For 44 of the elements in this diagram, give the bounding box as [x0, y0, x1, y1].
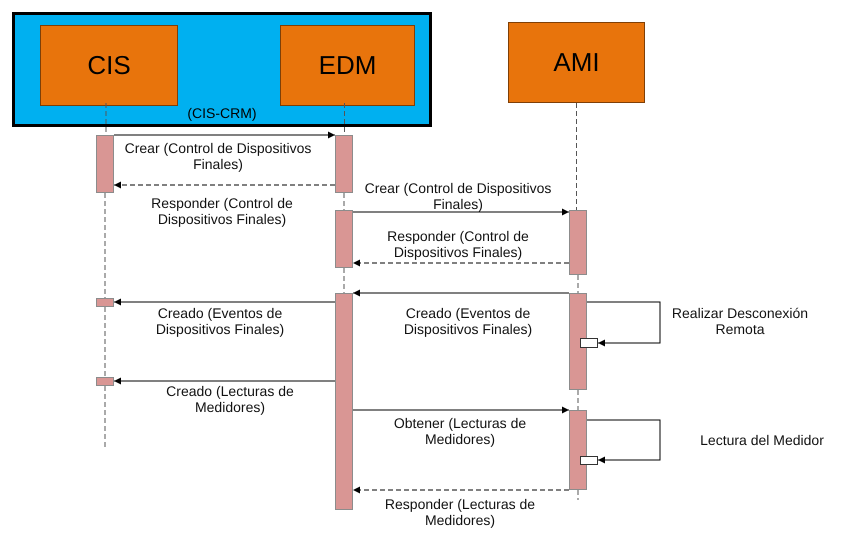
message-label: Crear (Control de Dispositivos Finales)	[124, 140, 312, 172]
message-label: Creado (Eventos de Dispositivos Finales)	[154, 305, 286, 337]
participant-box	[40, 25, 178, 106]
participant-name: CIS	[87, 50, 131, 81]
group-box	[12, 12, 432, 127]
lifeline	[104, 306, 106, 378]
message-arrow	[114, 132, 336, 138]
activation-bar	[335, 135, 353, 193]
message-label: Obtener (Lecturas de Medidores)	[392, 415, 528, 447]
activation-bar	[335, 210, 353, 268]
self-call-box	[580, 338, 598, 348]
message-arrow	[114, 378, 336, 384]
activation-bar	[96, 135, 114, 193]
lifeline	[576, 102, 577, 210]
activation-bar	[96, 298, 114, 307]
message-label: Responder (Control de Dispositivos Finales)	[386, 228, 530, 260]
message-arrow	[114, 298, 336, 306]
message-label: Creado (Eventos de Dispositivos Finales)	[402, 305, 534, 337]
self-call-arrow	[586, 420, 660, 464]
participant-box	[280, 25, 415, 106]
group-title: (CIS-CRM)	[186, 105, 258, 121]
return-arrow	[352, 486, 570, 494]
activation-bar	[569, 293, 587, 390]
activation-bar	[335, 293, 353, 510]
self-call-box	[580, 456, 598, 465]
message-label: Responder (Lecturas de Medidores)	[384, 496, 536, 528]
participant-box	[508, 22, 645, 103]
message-arrow	[352, 406, 570, 414]
activation-bar	[96, 377, 114, 386]
message-label: Lectura del Medidor	[699, 432, 825, 448]
lifeline	[104, 192, 106, 298]
activation-bar	[569, 410, 587, 490]
return-arrow	[114, 182, 336, 188]
participant-name: AMI	[553, 47, 600, 78]
self-call-arrow	[586, 302, 660, 346]
return-arrow	[352, 260, 570, 266]
activation-bar	[569, 210, 587, 275]
message-arrow	[352, 208, 570, 216]
message-label: Responder (Control de Dispositivos Finales)	[150, 195, 294, 227]
participant-name: EDM	[318, 50, 376, 81]
message-label: Creado (Lecturas de Medidores)	[165, 383, 295, 415]
message-label: Realizar Desconexión Remota	[670, 305, 810, 337]
message-label: Crear (Control de Dispositivos Finales)	[364, 180, 552, 212]
message-arrow	[352, 290, 570, 296]
